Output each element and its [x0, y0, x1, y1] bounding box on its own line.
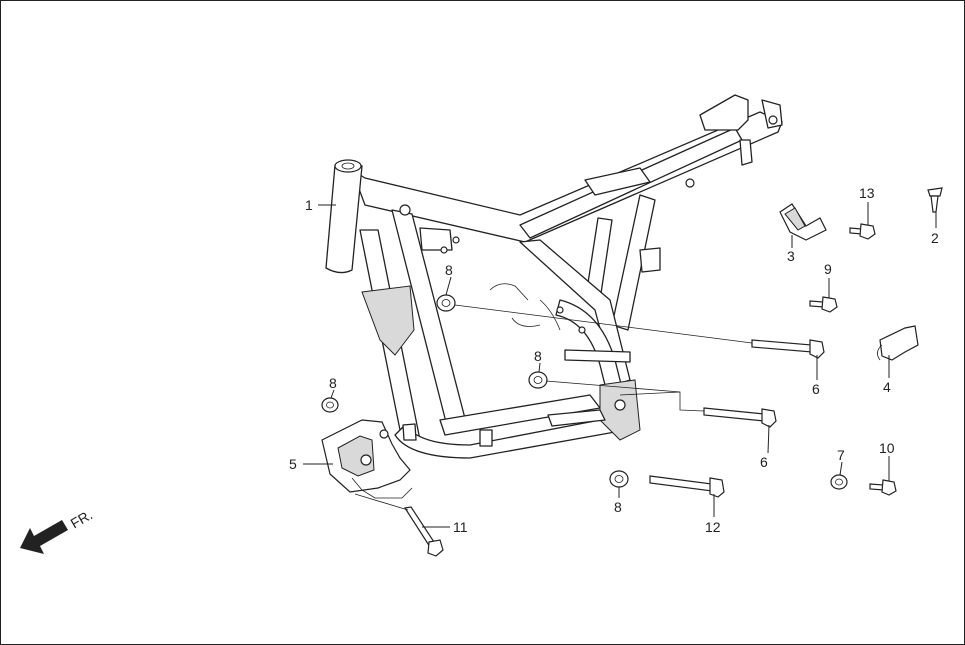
motorcycle-frame [325, 94, 783, 459]
callout-6-upper: 6 [812, 381, 820, 397]
callout-8-d: 8 [614, 499, 622, 515]
part-10-bolt [869, 479, 897, 496]
callout-lines [303, 202, 937, 528]
front-direction-arrow: FR. [20, 506, 95, 554]
part-13-bolt [849, 223, 876, 240]
part-11-bolt [404, 506, 444, 557]
part-4-bracket [877, 325, 919, 361]
part-12-bolt [649, 475, 725, 498]
part-9-bolt [809, 296, 838, 313]
callout-6-lower: 6 [760, 454, 768, 470]
callout-4: 4 [883, 379, 891, 395]
callout-1: 1 [305, 197, 313, 213]
leader-lines [351, 304, 753, 511]
callout-3: 3 [787, 248, 795, 264]
callout-12: 12 [705, 519, 721, 535]
direction-label: FR. [68, 506, 96, 531]
callout-numbers: 1 2 3 4 5 6 6 7 8 8 8 8 9 10 11 12 13 [289, 185, 939, 535]
part-2-clip [927, 187, 943, 213]
callout-13: 13 [859, 185, 875, 201]
part-6-bolt-upper [751, 339, 825, 359]
part-3-bracket [779, 203, 827, 241]
callout-8-b: 8 [534, 348, 542, 364]
callout-10: 10 [879, 440, 895, 456]
callout-8-c: 8 [329, 375, 337, 391]
part-7-nut [830, 474, 848, 490]
callout-9: 9 [824, 261, 832, 277]
callout-8-a: 8 [445, 262, 453, 278]
part-6-bolt-lower [703, 407, 777, 428]
callout-2: 2 [931, 230, 939, 246]
part-8-nut-c [321, 397, 339, 413]
callout-11: 11 [453, 519, 468, 535]
part-5-bracket [321, 419, 411, 493]
callout-7: 7 [837, 447, 845, 463]
part-8-nut-a [436, 294, 456, 312]
callout-5: 5 [289, 456, 297, 472]
part-8-nut-b [528, 371, 548, 389]
part-8-nut-d [609, 470, 629, 488]
